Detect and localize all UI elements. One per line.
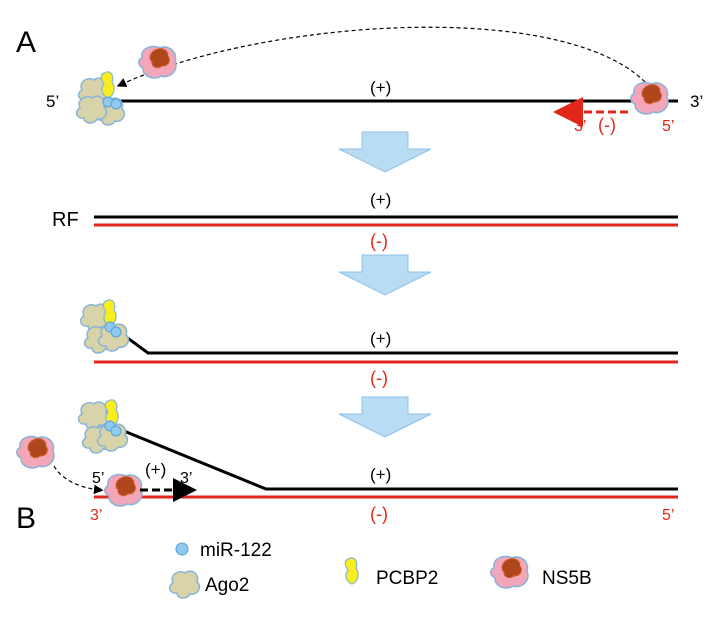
ns5b-icon xyxy=(104,473,143,507)
minus-label: (-) xyxy=(370,504,388,524)
ns5b-icon xyxy=(138,45,177,79)
legend-ago2: Ago2 xyxy=(205,575,249,596)
ago2-complex-row4 xyxy=(77,399,129,454)
five-prime-label: 5’ xyxy=(46,92,59,111)
down-arrow-icon xyxy=(338,254,432,296)
ago2-icon xyxy=(75,95,108,124)
minus-three-prime-label: 3’ xyxy=(574,118,586,135)
plus-strand-row3 xyxy=(113,326,678,355)
ago2-icon xyxy=(77,401,110,430)
nascent-three-prime-label: 3’ xyxy=(180,470,192,487)
minus-label: (-) xyxy=(370,231,388,251)
minus-five-prime-label: 5’ xyxy=(662,118,674,135)
three-prime-label: 3’ xyxy=(690,92,703,111)
panel-label-b: B xyxy=(16,502,36,535)
nascent-plus-label: (+) xyxy=(145,460,166,479)
minus-label: (-) xyxy=(370,368,388,388)
pcbp2-icon xyxy=(344,557,359,585)
legend: miR-122 Ago2 PCBP2 NS5B xyxy=(168,540,592,599)
legend-mir122: miR-122 xyxy=(200,540,272,561)
panel-label-a: A xyxy=(16,26,36,59)
rf-label: RF xyxy=(52,209,79,231)
plus-label: (+) xyxy=(370,329,391,348)
ns5b-icon xyxy=(630,81,669,115)
legend-ns5b: NS5B xyxy=(542,568,592,589)
ago2-icon xyxy=(168,570,201,599)
five-prime-label-red: 5’ xyxy=(662,507,674,524)
mir122-icon xyxy=(110,425,122,437)
ns5b-icon xyxy=(490,555,529,589)
recruitment-arc xyxy=(116,26,646,87)
plus-label: (+) xyxy=(370,78,391,97)
five-prime-label: 5’ xyxy=(92,470,104,487)
ago2-complex-row3 xyxy=(79,299,130,354)
ago2-complex-row1 xyxy=(75,71,126,126)
down-arrow-icon xyxy=(338,396,432,438)
minus-label: (-) xyxy=(598,115,616,135)
three-prime-label-red: 3’ xyxy=(90,507,102,524)
mir122-icon xyxy=(110,98,122,110)
mir122-icon xyxy=(110,326,122,338)
plus-strand-row4 xyxy=(113,425,678,491)
plus-label: (+) xyxy=(370,190,391,209)
pcbp2-icon xyxy=(100,71,115,99)
down-arrow-icon xyxy=(338,131,432,173)
ns5b-icon xyxy=(16,435,55,469)
mir122-icon xyxy=(175,542,189,556)
plus-label: (+) xyxy=(370,465,391,484)
legend-pcbp2: PCBP2 xyxy=(376,568,438,589)
